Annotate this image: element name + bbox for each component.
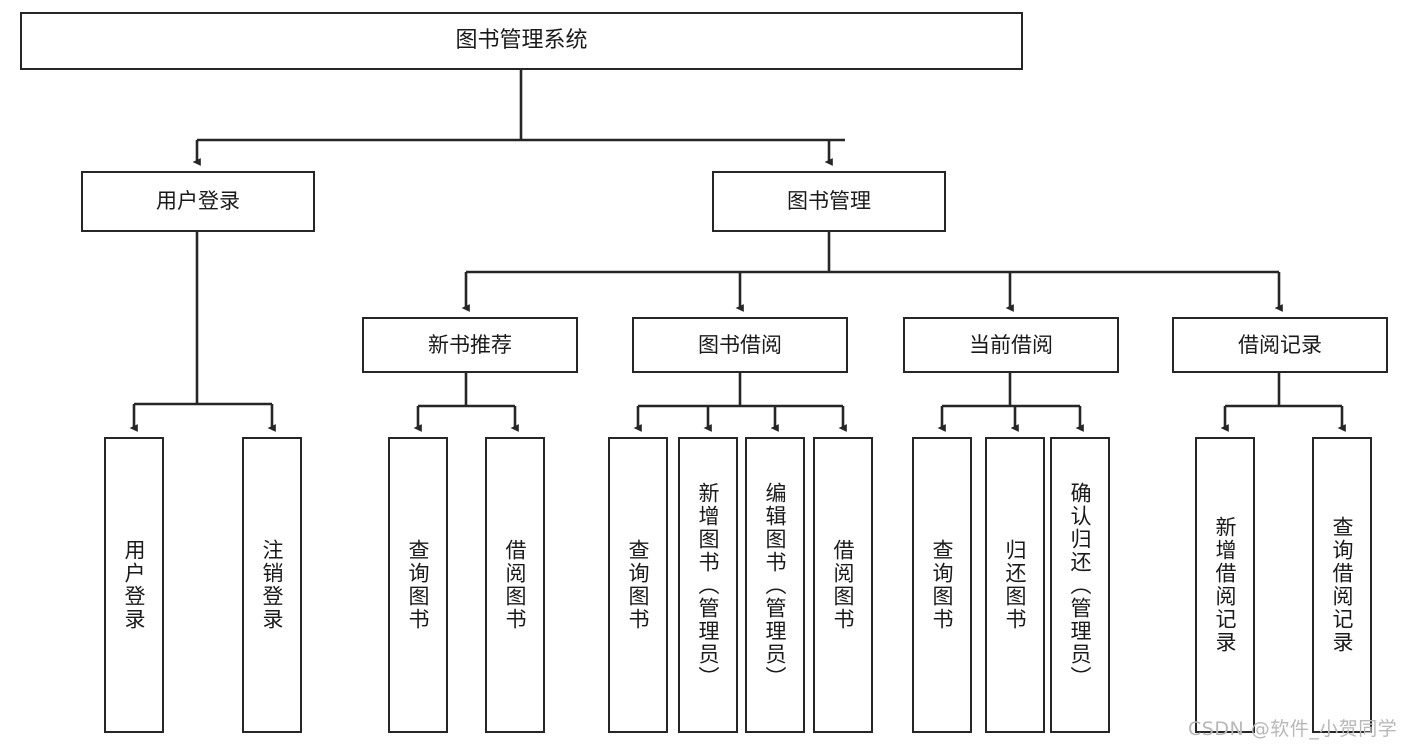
node-label: 新书推荐 — [428, 332, 512, 357]
node-label: 查询图书 — [626, 539, 651, 631]
leaf-query-borrow-record[interactable]: 查询借阅记录 — [1312, 437, 1372, 733]
node-borrow-record[interactable]: 借阅记录 — [1172, 317, 1388, 373]
node-user-login[interactable]: 用户登录 — [81, 171, 315, 232]
node-book-borrow[interactable]: 图书借阅 — [632, 317, 848, 373]
node-label: 借阅记录 — [1238, 332, 1322, 357]
leaf-borrow-book[interactable]: 借阅图书 — [813, 437, 873, 733]
leaf-borrow-book-recommend[interactable]: 借阅图书 — [485, 437, 545, 733]
node-new-book-recommend[interactable]: 新书推荐 — [362, 317, 578, 373]
node-label: 用户登录 — [122, 539, 147, 631]
node-label: 当前借阅 — [969, 332, 1053, 357]
node-label: 查询图书 — [930, 539, 955, 631]
leaf-confirm-return-admin[interactable]: 确认归还（管理员） — [1050, 437, 1110, 733]
node-root-system[interactable]: 图书管理系统 — [20, 12, 1023, 70]
node-label: 查询图书 — [406, 539, 431, 631]
node-label: 编辑图书（管理员） — [763, 481, 788, 689]
node-label: 用户登录 — [156, 189, 240, 214]
leaf-query-book-borrow[interactable]: 查询图书 — [608, 437, 668, 733]
leaf-user-logout[interactable]: 注销登录 — [242, 437, 302, 733]
node-label: 注销登录 — [260, 539, 285, 631]
leaf-return-book[interactable]: 归还图书 — [985, 437, 1045, 733]
node-label: 新增借阅记录 — [1213, 516, 1238, 654]
node-current-borrow[interactable]: 当前借阅 — [903, 317, 1119, 373]
leaf-edit-book-admin[interactable]: 编辑图书（管理员） — [745, 437, 805, 733]
leaf-add-book-admin[interactable]: 新增图书（管理员） — [678, 437, 738, 733]
node-label: 图书管理 — [787, 189, 871, 214]
node-label: 查询借阅记录 — [1330, 516, 1355, 654]
node-label: 归还图书 — [1003, 539, 1028, 631]
node-label: 借阅图书 — [831, 539, 856, 631]
leaf-user-login[interactable]: 用户登录 — [104, 437, 164, 733]
watermark-text: CSDN @软件_小贺同学 — [1188, 718, 1398, 740]
node-label: 新增图书（管理员） — [696, 481, 721, 689]
leaf-add-borrow-record[interactable]: 新增借阅记录 — [1195, 437, 1255, 733]
node-label: 确认归还（管理员） — [1068, 481, 1093, 689]
node-label: 图书管理系统 — [455, 28, 588, 54]
leaf-query-book-recommend[interactable]: 查询图书 — [388, 437, 448, 733]
node-label: 图书借阅 — [698, 332, 782, 357]
leaf-query-book-current[interactable]: 查询图书 — [912, 437, 972, 733]
node-label: 借阅图书 — [503, 539, 528, 631]
node-book-management[interactable]: 图书管理 — [712, 171, 946, 232]
